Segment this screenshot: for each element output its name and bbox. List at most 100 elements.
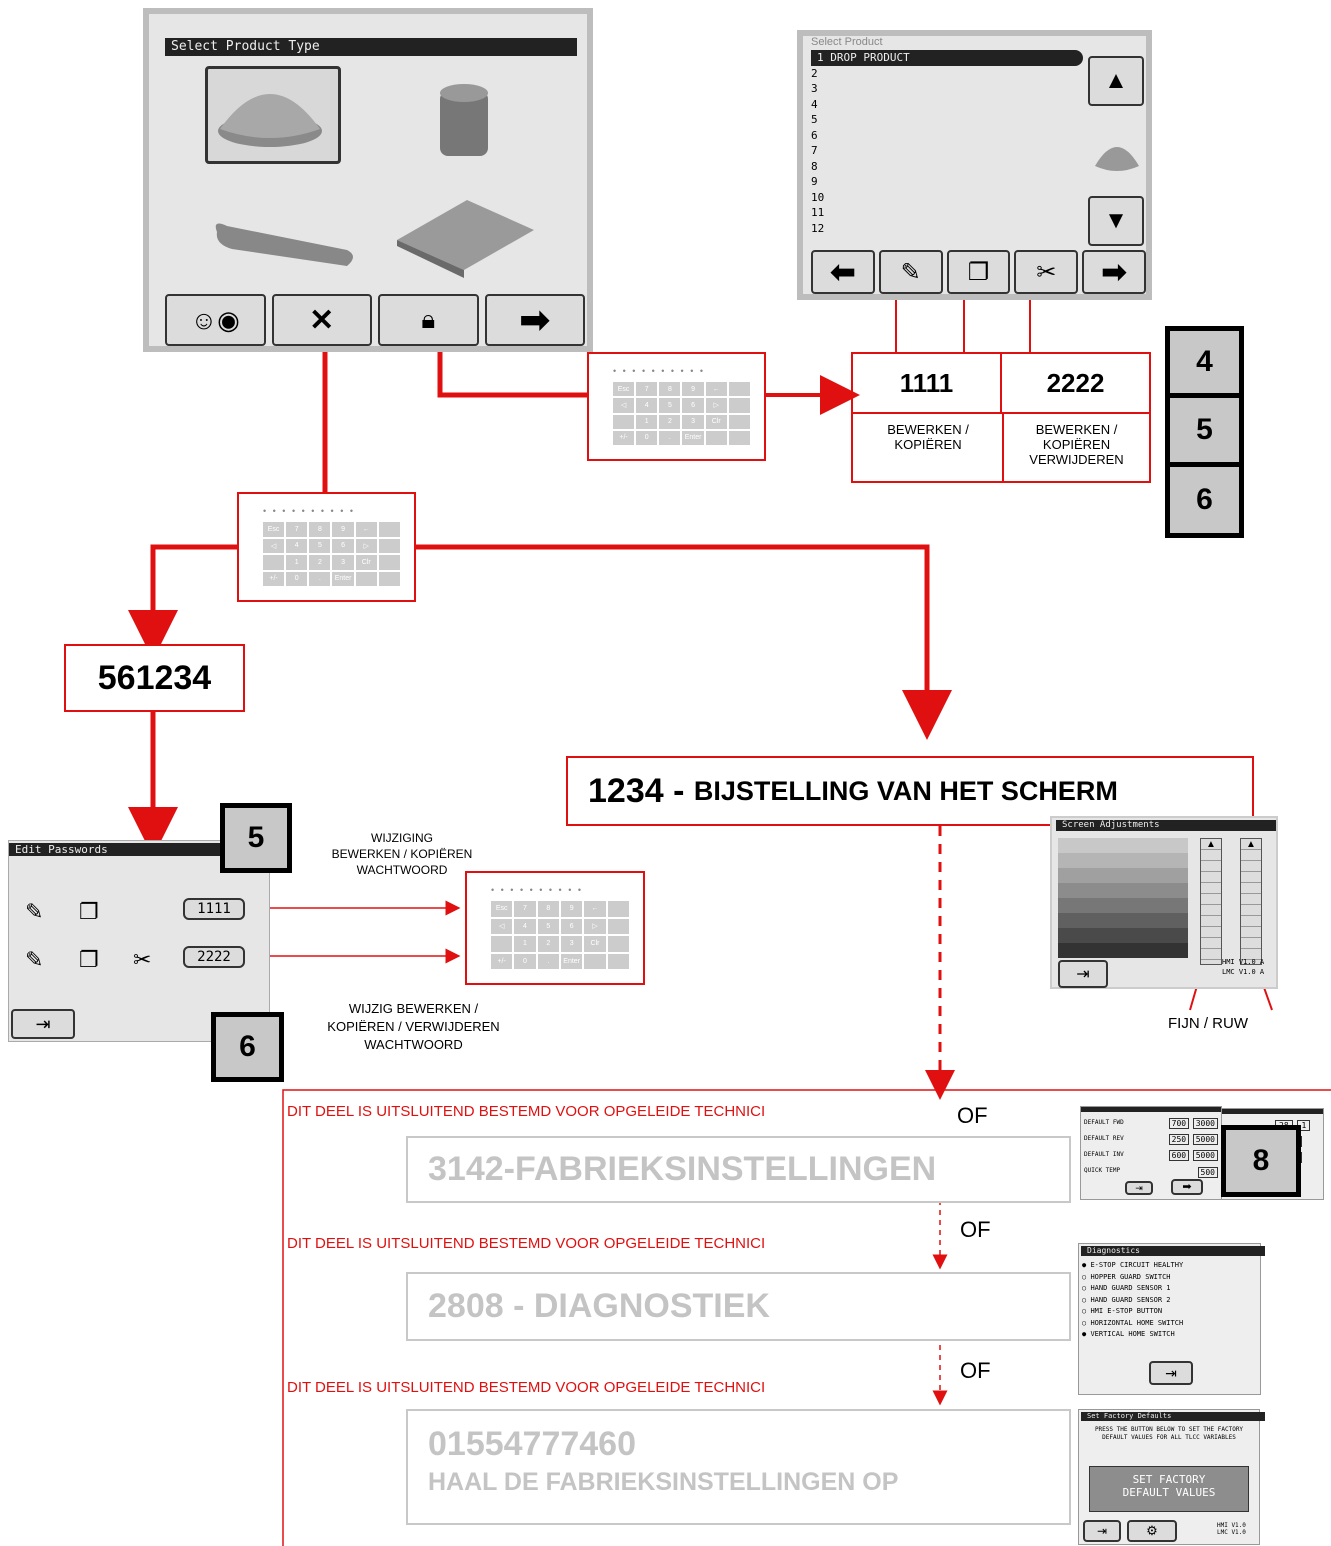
keypad-key[interactable]: 7 <box>514 901 535 917</box>
next-button[interactable]: ➡ <box>485 294 586 346</box>
eng-value[interactable]: 3000 <box>1193 1118 1218 1129</box>
keypad-key[interactable] <box>379 555 400 570</box>
list-item[interactable]: 11 <box>811 205 1083 221</box>
keypad-key[interactable]: ← <box>356 522 377 537</box>
keypad-key[interactable] <box>729 415 750 429</box>
keypad-key[interactable] <box>379 539 400 554</box>
keypad-key[interactable]: . <box>309 572 330 587</box>
keypad-key[interactable]: . <box>538 954 559 970</box>
list-item[interactable]: 6 <box>811 128 1083 144</box>
keypad-key[interactable] <box>356 572 377 587</box>
keypad-key[interactable]: ▷ <box>584 919 605 935</box>
keypad-key[interactable]: 4 <box>636 398 657 412</box>
lock-button[interactable]: 🔒︎ <box>378 294 479 346</box>
keypad-key[interactable]: ▷ <box>356 539 377 554</box>
keypad-key[interactable] <box>379 522 400 537</box>
keypad-key[interactable]: Clr <box>706 415 727 429</box>
list-item[interactable]: 9 <box>811 174 1083 190</box>
keypad-key[interactable]: 6 <box>682 398 703 412</box>
keypad-key[interactable]: 8 <box>309 522 330 537</box>
keypad-key[interactable] <box>613 415 634 429</box>
next-button[interactable]: ➡ <box>1171 1179 1203 1195</box>
keypad-key[interactable]: 8 <box>538 901 559 917</box>
exit-button[interactable]: ⇥ <box>1083 1520 1121 1542</box>
scroll-up-button[interactable]: ▲ <box>1088 56 1144 106</box>
delete-button[interactable]: ✂ <box>1014 250 1078 294</box>
eng-value[interactable]: 5000 <box>1193 1150 1218 1161</box>
keypad-key[interactable]: ▷ <box>706 398 727 412</box>
settings-button[interactable]: ⚙ <box>1127 1520 1177 1542</box>
keypad-key[interactable] <box>729 431 750 445</box>
language-button[interactable]: ☺◉ <box>165 294 266 346</box>
up-arrow-icon[interactable]: ▲ <box>1201 839 1221 850</box>
keypad-key[interactable]: 6 <box>561 919 582 935</box>
keypad-key[interactable]: 0 <box>286 572 307 587</box>
keypad-key[interactable]: Clr <box>356 555 377 570</box>
keypad-key[interactable]: 7 <box>286 522 307 537</box>
list-item[interactable]: 10 <box>811 190 1083 206</box>
product-list-selected[interactable]: 1 DROP PRODUCT <box>811 50 1083 66</box>
list-item[interactable]: 5 <box>811 112 1083 128</box>
keypad-key[interactable] <box>608 954 629 970</box>
log-product-icon[interactable] <box>207 204 367 274</box>
keypad-key[interactable]: 3 <box>332 555 353 570</box>
keypad-key[interactable]: . <box>659 431 680 445</box>
keypad-key[interactable] <box>729 382 750 396</box>
keypad-key[interactable]: 1 <box>636 415 657 429</box>
list-item[interactable]: 4 <box>811 97 1083 113</box>
keypad-key[interactable] <box>706 431 727 445</box>
eng-value[interactable]: 250 <box>1169 1134 1189 1145</box>
keypad-key[interactable]: 5 <box>659 398 680 412</box>
tools-button[interactable]: ✕ <box>272 294 373 346</box>
eng-value[interactable]: 700 <box>1169 1118 1189 1129</box>
password-field-2222[interactable]: 2222 <box>183 946 245 968</box>
keypad-key[interactable] <box>491 936 512 952</box>
edit-button[interactable]: ✎ <box>879 250 943 294</box>
keypad-key[interactable]: 4 <box>286 539 307 554</box>
exit-button[interactable]: ⇥ <box>1058 960 1108 988</box>
keypad-key[interactable]: +/- <box>491 954 512 970</box>
keypad-key[interactable]: ← <box>706 382 727 396</box>
keypad-key[interactable]: 2 <box>538 936 559 952</box>
exit-button[interactable]: ⇥ <box>11 1009 75 1039</box>
tray-product-icon[interactable] <box>389 190 539 280</box>
fine-slider[interactable]: ▲ <box>1200 838 1222 965</box>
keypad-key[interactable]: 0 <box>636 431 657 445</box>
password-field-1111[interactable]: 1111 <box>183 898 245 920</box>
keypad-key[interactable]: 9 <box>561 901 582 917</box>
list-item[interactable]: 3 <box>811 81 1083 97</box>
keypad-key[interactable]: 9 <box>332 522 353 537</box>
keypad-key[interactable] <box>608 919 629 935</box>
keypad-key[interactable]: 3 <box>561 936 582 952</box>
keypad-key[interactable]: 9 <box>682 382 703 396</box>
list-item[interactable]: 8 <box>811 159 1083 175</box>
keypad-key[interactable] <box>379 572 400 587</box>
coarse-slider[interactable]: ▲ <box>1240 838 1262 965</box>
copy-button[interactable]: ❐ <box>947 250 1011 294</box>
exit-button[interactable]: ⇥ <box>1149 1361 1193 1385</box>
keypad-key[interactable] <box>608 936 629 952</box>
keypad-key[interactable]: 5 <box>538 919 559 935</box>
keypad-key[interactable] <box>584 954 605 970</box>
keypad-key[interactable]: ◁ <box>263 539 284 554</box>
keypad-key[interactable]: ← <box>584 901 605 917</box>
keypad-key[interactable]: Clr <box>584 936 605 952</box>
keypad-key[interactable]: Enter <box>561 954 582 970</box>
cylinder-product-icon[interactable] <box>425 76 505 166</box>
keypad-key[interactable] <box>263 555 284 570</box>
list-item[interactable]: 2 <box>811 66 1083 82</box>
keypad-key[interactable]: Esc <box>491 901 512 917</box>
forward-button[interactable]: ➡ <box>1082 250 1146 294</box>
keypad-key[interactable]: Esc <box>263 522 284 537</box>
scroll-down-button[interactable]: ▼ <box>1088 196 1144 246</box>
exit-button[interactable]: ⇥ <box>1125 1181 1153 1195</box>
set-factory-default-button[interactable]: SET FACTORY DEFAULT VALUES <box>1089 1466 1249 1512</box>
keypad-key[interactable]: 8 <box>659 382 680 396</box>
keypad-key[interactable] <box>729 398 750 412</box>
keypad-key[interactable]: 5 <box>309 539 330 554</box>
keypad-key[interactable]: +/- <box>263 572 284 587</box>
keypad-key[interactable]: 0 <box>514 954 535 970</box>
keypad-key[interactable]: ◁ <box>613 398 634 412</box>
keypad-key[interactable]: 1 <box>514 936 535 952</box>
keypad-key[interactable]: 2 <box>309 555 330 570</box>
